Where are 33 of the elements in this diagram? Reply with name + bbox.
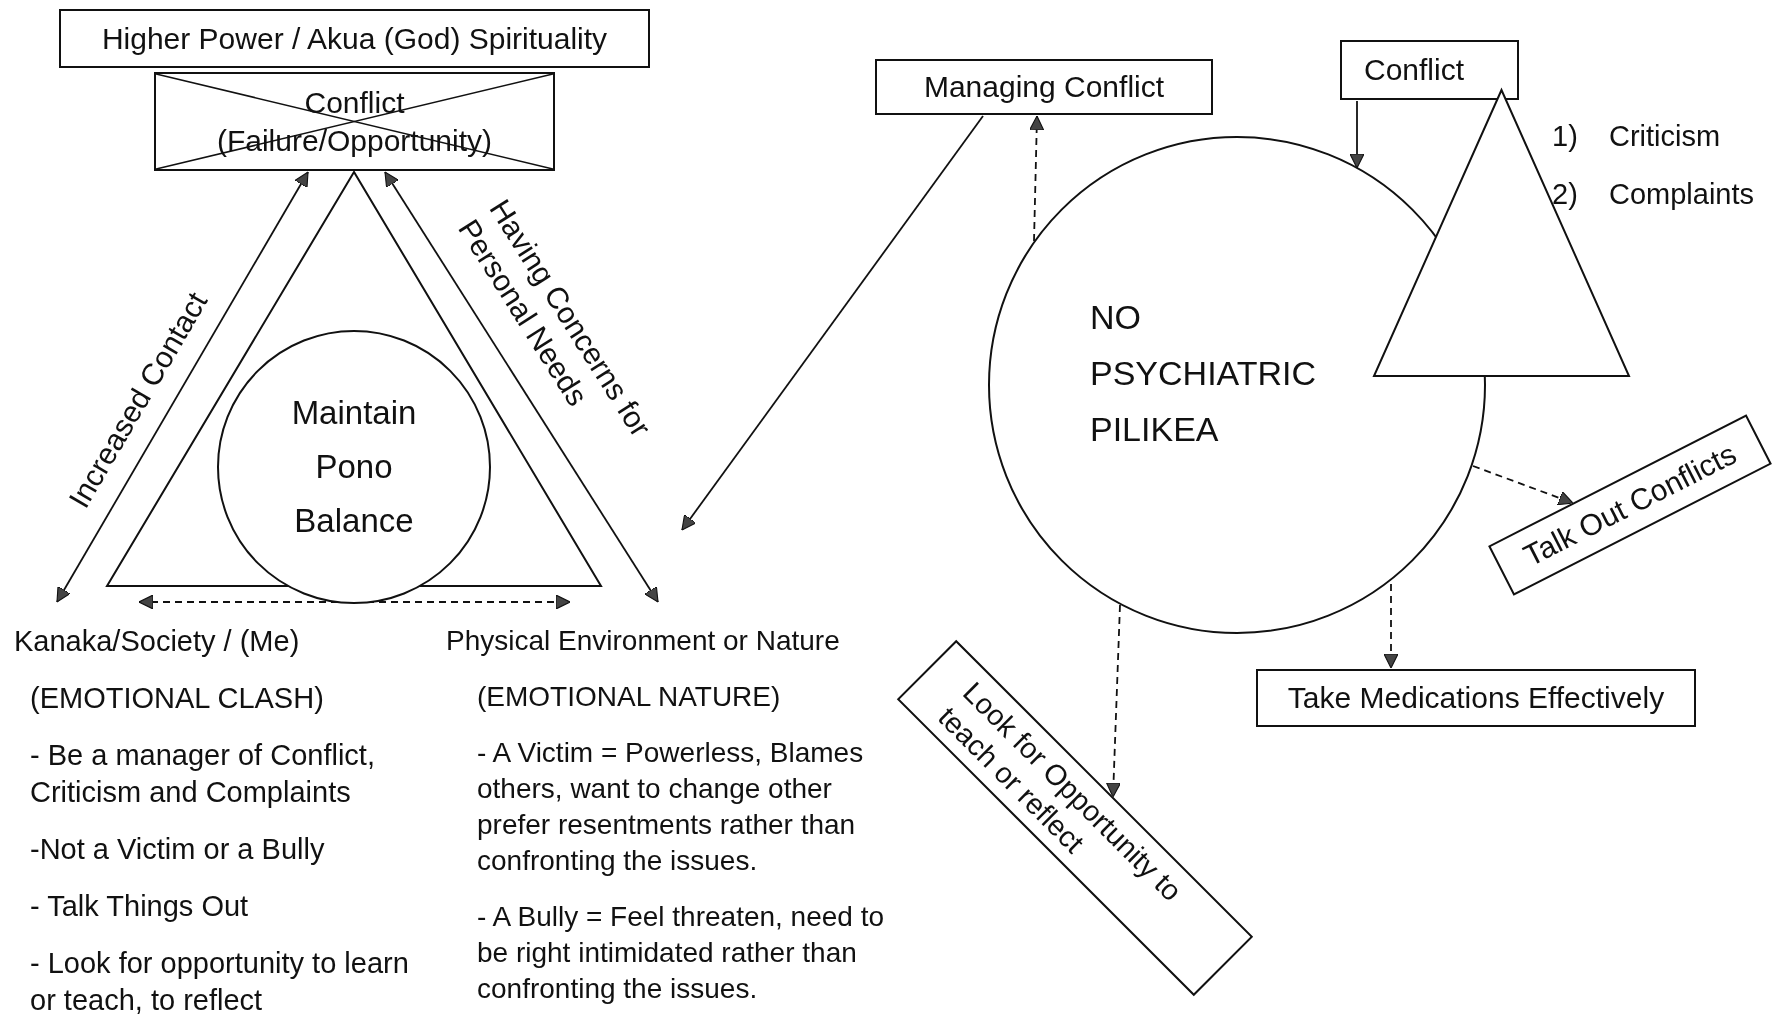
subheading-text: (EMOTIONAL CLASH)	[29, 681, 325, 716]
box-label: Maintain Pono Balance	[290, 393, 418, 541]
box-label: Take Medications Effectively	[1286, 680, 1666, 717]
box-label: NO PSYCHIATRIC PILIKEA	[1090, 297, 1318, 450]
bullet-text: - Talk Things Out	[29, 889, 250, 924]
box-label: Higher Power / Akua (God) Spirituality	[100, 20, 609, 57]
bullet-text: - Be a manager of Conflict, Criticism and Complaints	[29, 738, 376, 810]
arrow	[384, 171, 659, 603]
text-box	[59, 9, 650, 68]
box-label: Managing Conflict	[922, 69, 1166, 106]
arrow	[1029, 115, 1045, 242]
box-label: Conflict	[1364, 52, 1465, 89]
list-item-text: Criticism	[1609, 119, 1721, 154]
arrow	[681, 115, 984, 531]
arrow	[1105, 604, 1122, 798]
text-box	[1340, 40, 1519, 100]
list-item-text: Complaints	[1609, 177, 1755, 212]
arrow	[56, 171, 309, 603]
bullet-text: - A Bully = Feel threaten, need to be right intimidated rather than confronting the issues.	[476, 900, 886, 1006]
bullet-text: - A Victim = Powerless, Blames others, want to change other prefer resentments rather than confronting the issues.	[476, 736, 865, 878]
arrow	[138, 594, 571, 610]
bullet-text: -Not a Victim or a Bully	[29, 832, 326, 867]
text-box	[875, 59, 1213, 115]
arrow	[1349, 100, 1365, 169]
text-box	[1256, 669, 1696, 727]
bullet-text: - Look for opportunity to learn or teach, to reflect	[29, 946, 410, 1018]
list-number: 1)	[1552, 119, 1578, 154]
arrow	[1383, 583, 1399, 669]
arrow	[1472, 465, 1574, 506]
subheading-text: (EMOTIONAL NATURE)	[476, 680, 782, 714]
heading-text: Physical Environment or Nature	[446, 624, 841, 658]
heading-text: Kanaka/Society / (Me)	[14, 624, 301, 659]
list-number: 2)	[1552, 177, 1578, 212]
